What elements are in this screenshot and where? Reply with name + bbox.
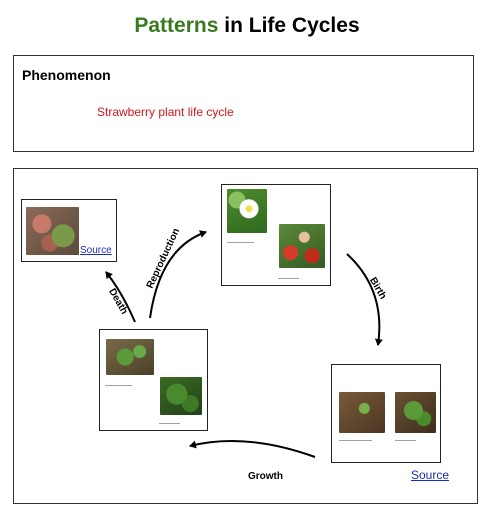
mature-plant-photo	[160, 377, 202, 415]
death-arrow	[105, 271, 136, 323]
phenomenon-label: Phenomenon	[22, 67, 111, 83]
fruit-photo	[279, 224, 325, 268]
growth-label: Growth	[248, 471, 283, 482]
stage-death: Source	[21, 199, 117, 262]
reproduction-arrow	[149, 230, 207, 319]
flower-photo	[227, 189, 267, 233]
growth-source-link[interactable]: Source	[411, 468, 450, 482]
title-accent: Patterns	[134, 14, 219, 37]
fruit-caption: ▬▬▬▬▬▬▬	[278, 276, 299, 280]
page-title: Patterns in Life Cycles	[0, 14, 494, 38]
life-cycle-frame	[13, 168, 478, 504]
seedling-photo-2	[395, 392, 436, 433]
seedling-caption-2: ▬▬▬▬▬▬▬	[395, 438, 416, 442]
stage-birth: ▬▬▬▬▬▬▬▬▬▬▬ ▬▬▬▬▬▬▬	[331, 364, 441, 463]
stage-growth: ▬▬▬▬▬▬▬▬▬ ▬▬▬▬▬▬▬	[99, 329, 208, 431]
young-plant-photo	[106, 339, 154, 375]
dying-plant-photo	[26, 207, 79, 255]
mature-plant-caption: ▬▬▬▬▬▬▬	[159, 421, 180, 425]
phenomenon-box: Phenomenon Strawberry plant life cycle	[13, 55, 474, 152]
seedling-caption-1: ▬▬▬▬▬▬▬▬▬▬▬	[339, 438, 372, 442]
seedling-photo-1	[339, 392, 385, 433]
young-plant-caption: ▬▬▬▬▬▬▬▬▬	[105, 383, 132, 387]
death-source-link[interactable]: Source	[80, 245, 112, 256]
title-rest: in Life Cycles	[218, 14, 360, 37]
growth-arrow	[189, 440, 316, 458]
stage-reproduction: ▬▬▬▬▬▬▬▬▬ ▬▬▬▬▬▬▬	[221, 184, 331, 286]
birth-arrow	[346, 253, 383, 346]
flower-caption: ▬▬▬▬▬▬▬▬▬	[227, 240, 254, 244]
phenomenon-text: Strawberry plant life cycle	[97, 105, 234, 119]
